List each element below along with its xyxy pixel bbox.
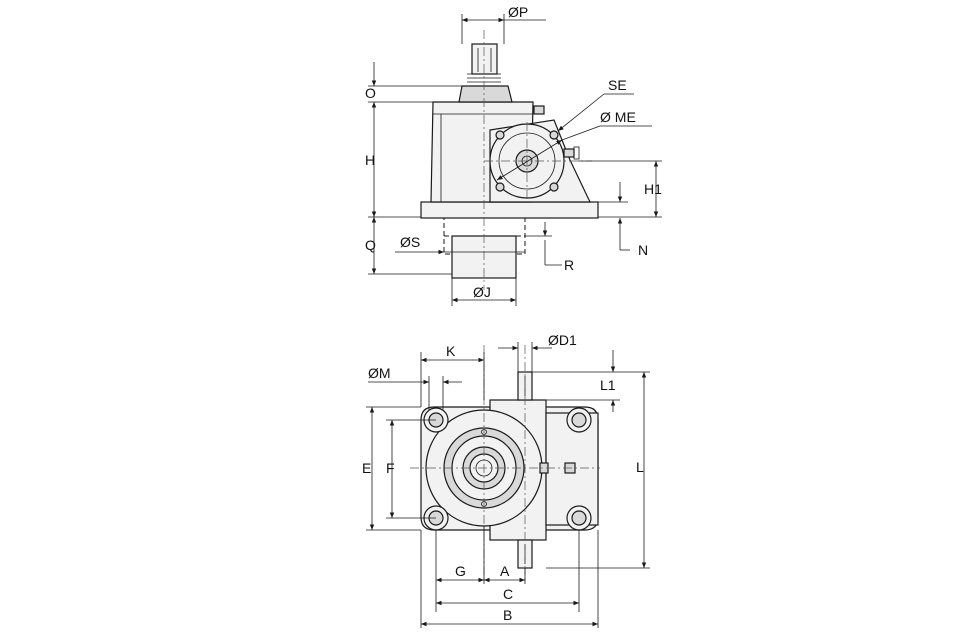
dim-o-label: O <box>365 85 376 101</box>
dim-f-label: F <box>386 460 395 476</box>
flange-bolt <box>549 182 559 192</box>
dim-q-label: Q <box>365 237 376 253</box>
dim-p-label: ØP <box>508 4 528 20</box>
dim-g-label: G <box>455 563 466 579</box>
dim-h1-label: H1 <box>644 181 662 197</box>
top-view: K ØD1 ØM L1 L E F <box>362 332 650 628</box>
dim-r-label: R <box>564 257 574 273</box>
grease-nipple <box>533 105 545 115</box>
dim-se-label: SE <box>608 77 627 93</box>
dim-c-label: C <box>503 586 513 602</box>
dim-d1-label: ØD1 <box>548 332 577 348</box>
flange-bolt <box>495 182 505 192</box>
dim-s-label: ØS <box>400 234 420 250</box>
dim-e-label: E <box>362 460 371 476</box>
dim-n-label: N <box>638 242 648 258</box>
flange-bolt <box>495 130 505 140</box>
top-cap <box>458 85 513 103</box>
dim-k-label: K <box>446 343 456 359</box>
dim-me-label: Ø ME <box>600 109 636 125</box>
dim-h-label: H <box>365 152 375 168</box>
base-plate <box>420 201 599 219</box>
dim-l1-label: L1 <box>600 377 616 393</box>
side-nipple <box>563 148 575 158</box>
dim-j-label: ØJ <box>473 284 491 300</box>
dim-l-label: L <box>636 459 644 475</box>
dim-b-label: B <box>503 607 512 623</box>
dim-m-label: ØM <box>368 365 391 381</box>
dim-a-label: A <box>500 563 510 579</box>
front-view: ØP O H Q ØS ØJ R H1 <box>365 4 662 306</box>
flange-bolt <box>549 130 559 140</box>
screw-shaft <box>471 43 498 75</box>
